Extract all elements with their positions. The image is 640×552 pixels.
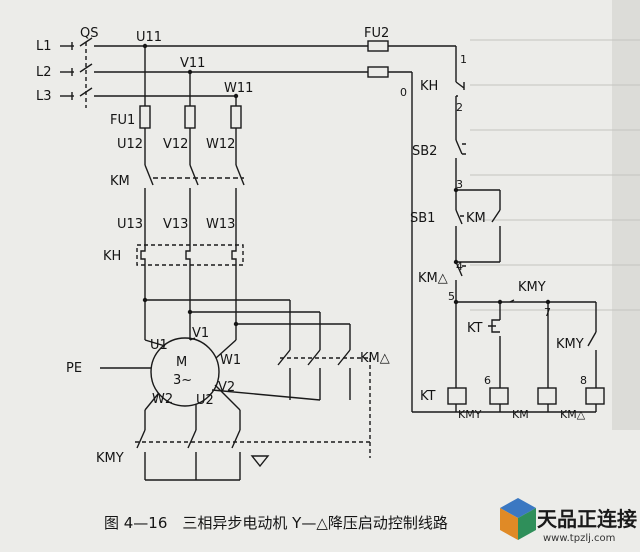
node-0: 0 [400, 86, 407, 99]
line-l1-label: L1 [36, 39, 52, 54]
motor-v2: V2 [218, 380, 235, 395]
node-u13: U13 [117, 217, 143, 232]
sb2-label: SB2 [412, 144, 437, 159]
node-v11: V11 [180, 56, 205, 71]
kh-ctrl-label: KH [420, 79, 438, 94]
kh-main-label: KH [103, 249, 121, 264]
km-main-label: KM [110, 174, 130, 189]
watermark-logo-icon [500, 498, 536, 540]
node-4: 4 [456, 260, 463, 273]
node-u12: U12 [117, 137, 143, 152]
fu2-label: FU2 [364, 26, 389, 41]
kt-contact-label: KT [467, 321, 483, 336]
qs-label: QS [80, 26, 98, 41]
node-2: 2 [456, 101, 463, 114]
motor-u2: U2 [196, 393, 214, 408]
km-delta-ctrl-label: KM△ [418, 271, 448, 286]
node-w11: W11 [224, 81, 253, 96]
line-l3-label: L3 [36, 89, 52, 104]
watermark-title: 天品正连接 [537, 507, 637, 531]
motor-u1: U1 [150, 338, 168, 353]
node-u11: U11 [136, 30, 162, 45]
motor-m-label: M [176, 355, 187, 370]
km-y-ctrl-label: KMY [518, 280, 546, 295]
km-y-ctrl-label-2: KMY [556, 337, 584, 352]
node-7: 7 [544, 306, 551, 319]
watermark-url: www.tpzlj.com [543, 533, 616, 544]
km-hold-label: KM [466, 211, 486, 226]
node-w13: W13 [206, 217, 235, 232]
node-v12: V12 [163, 137, 188, 152]
node-6: 6 [484, 374, 491, 387]
coil-kt-label: KT [420, 389, 436, 404]
node-1: 1 [460, 53, 467, 66]
motor-v1: V1 [192, 326, 209, 341]
sb1-label: SB1 [410, 211, 435, 226]
fu1-label: FU1 [110, 113, 135, 128]
node-5: 5 [448, 290, 455, 303]
motor-phase-label: 3~ [173, 373, 192, 388]
node-3: 3 [456, 178, 463, 191]
line-l2-label: L2 [36, 65, 52, 80]
figure-caption: 图 4—16 三相异步电动机 Y—△降压启动控制线路 [104, 514, 448, 532]
pe-label: PE [66, 361, 82, 376]
node-8: 8 [580, 374, 587, 387]
motor-w2: W2 [152, 392, 173, 407]
coil-kmy-label: KMY [458, 408, 482, 421]
motor-w1: W1 [220, 353, 241, 368]
km-star-main-label: KMY [96, 451, 124, 466]
km-delta-main-label: KM△ [360, 351, 390, 366]
coil-km-label: KM [512, 408, 529, 421]
node-v13: V13 [163, 217, 188, 232]
node-w12: W12 [206, 137, 235, 152]
coil-kmdelta-label: KM△ [560, 408, 586, 421]
